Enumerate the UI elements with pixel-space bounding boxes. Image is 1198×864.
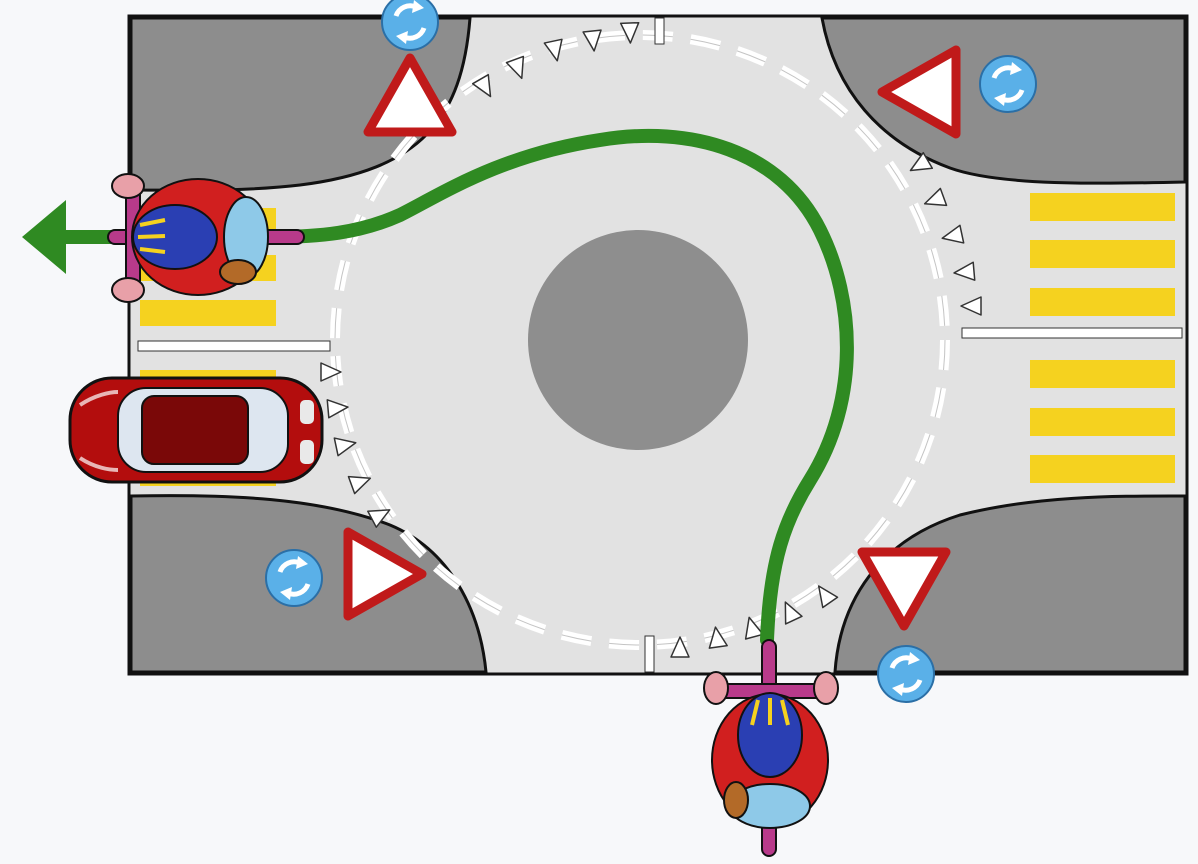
route-path xyxy=(263,128,854,647)
roundabout-sign-icon xyxy=(878,646,934,702)
center-island xyxy=(528,230,748,450)
stop-line-top xyxy=(654,17,665,45)
car-icon xyxy=(68,376,324,484)
roundabout-sign-icon xyxy=(266,550,322,606)
stop-line-right xyxy=(961,327,1183,339)
roundabout-sign-icon xyxy=(382,0,438,50)
crosswalk-right xyxy=(1030,193,1175,483)
corner-block-bottom-right xyxy=(833,494,1187,674)
bicycle-rider-icon xyxy=(107,173,305,303)
stop-line-bottom xyxy=(644,635,655,673)
roundabout-sign-icon xyxy=(980,56,1036,112)
stop-line-left xyxy=(137,340,331,352)
ring-dashed-line xyxy=(330,30,950,650)
bicycle-rider-icon xyxy=(703,639,839,857)
